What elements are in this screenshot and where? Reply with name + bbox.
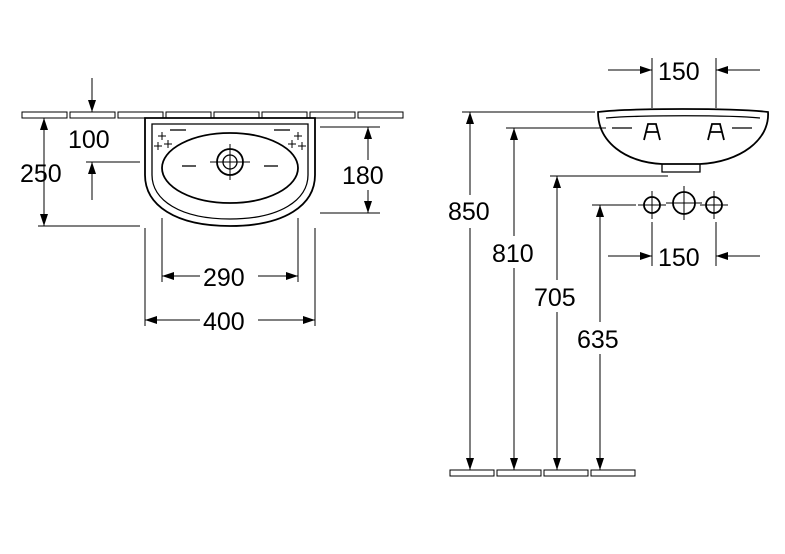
dim-290-label: 290	[203, 264, 245, 292]
dim-705-label: 705	[534, 284, 576, 312]
dimension-705	[550, 175, 668, 470]
dimension-150-top	[608, 58, 760, 108]
basin-rim-inner	[151, 123, 309, 220]
dimension-100	[86, 78, 140, 200]
dimension-290	[161, 218, 299, 282]
basin-profile	[597, 108, 769, 165]
basin-outline	[144, 117, 316, 227]
tap-right-icon	[707, 123, 725, 141]
dim-150-top-label: 150	[658, 58, 700, 86]
dim-810-label: 810	[492, 240, 534, 268]
dimension-635	[592, 204, 636, 470]
dim-180-label: 180	[342, 162, 384, 190]
dim-250-label: 250	[20, 160, 62, 188]
dimension-250	[38, 118, 140, 227]
basin-profile-inner	[605, 115, 761, 119]
side-view: 150 150	[448, 58, 769, 477]
dim-850-label: 850	[448, 198, 490, 226]
dim-100-label: 100	[68, 126, 110, 154]
dimension-850	[462, 111, 595, 470]
waste-stub	[661, 164, 701, 173]
dimension-400	[144, 228, 316, 326]
supply-connections	[638, 186, 728, 220]
tap-hole-right-icon	[288, 132, 306, 150]
dimension-180	[320, 126, 380, 214]
dim-400-label: 400	[203, 308, 245, 336]
basin-bowl	[161, 132, 299, 204]
floor-line	[449, 469, 636, 477]
dim-635-label: 635	[577, 326, 619, 354]
front-view: 250 100 180 290	[20, 78, 404, 336]
dim-150-bottom-label: 150	[658, 244, 700, 272]
dimension-150-bottom	[608, 222, 760, 266]
tap-hole-left-icon	[154, 132, 172, 150]
dimension-810	[506, 127, 606, 470]
tap-left-icon	[643, 123, 661, 141]
